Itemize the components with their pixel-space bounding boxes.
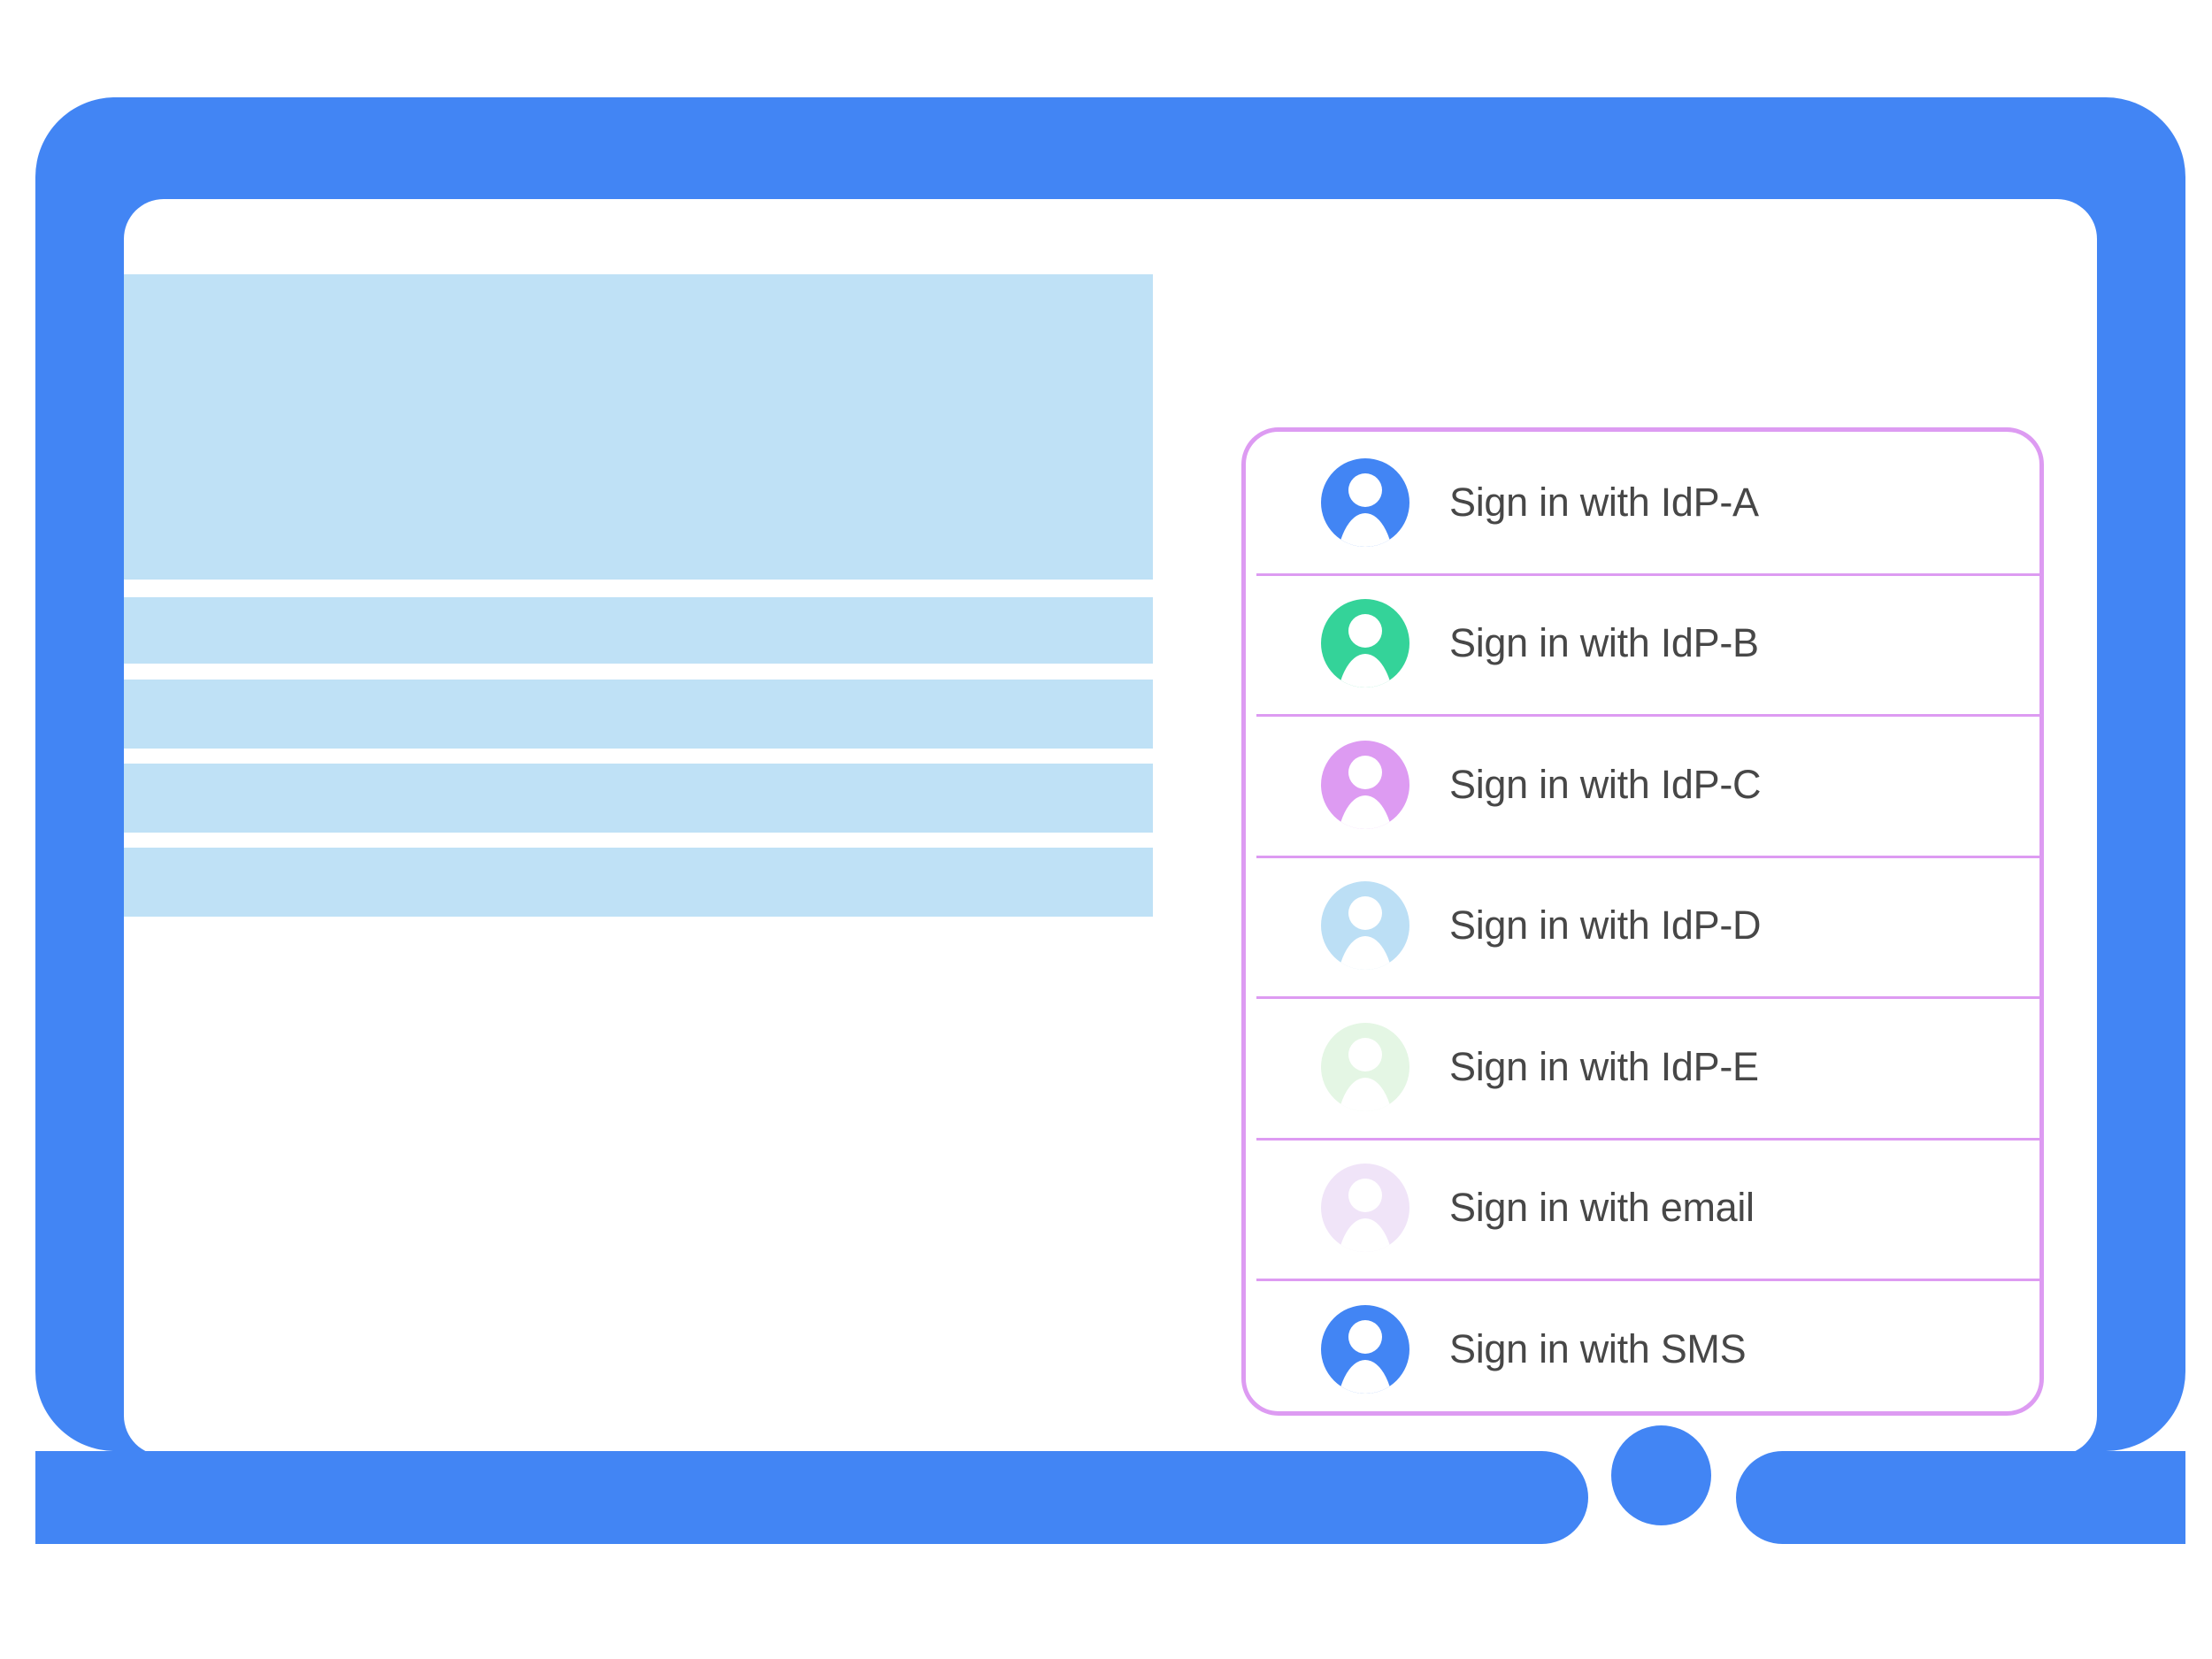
content-placeholder-bar-3: [124, 764, 1153, 833]
device-chin-left: [35, 1451, 1588, 1544]
signin-option-idp-e[interactable]: Sign in with IdP-E: [1246, 996, 2044, 1138]
signin-panel: Sign in with IdP-A Sign in with IdP-B Si…: [1241, 427, 2044, 1416]
content-placeholder-bar-4: [124, 848, 1153, 917]
account-avatar-icon: [1321, 881, 1409, 971]
signin-option-idp-d[interactable]: Sign in with IdP-D: [1246, 855, 2044, 997]
signin-option-idp-b[interactable]: Sign in with IdP-B: [1246, 572, 2044, 715]
account-avatar-icon: [1321, 457, 1409, 547]
signin-option-label: Sign in with IdP-E: [1449, 1043, 1759, 1089]
signin-option-idp-a[interactable]: Sign in with IdP-A: [1246, 432, 2039, 573]
account-avatar-icon: [1321, 1164, 1409, 1253]
signin-option-email[interactable]: Sign in with email: [1246, 1137, 2044, 1279]
device-chin-right: [1736, 1451, 2185, 1544]
signin-option-list: Sign in with IdP-A Sign in with IdP-B Si…: [1246, 432, 2044, 1411]
content-placeholder-bar-1: [124, 597, 1153, 664]
signin-option-label: Sign in with IdP-C: [1449, 761, 1762, 807]
browser-screen: RP.example Sign in with IdP-A Sign in wi…: [124, 199, 2097, 1455]
signin-option-label: Sign in with email: [1449, 1185, 1755, 1231]
content-placeholder-bar-2: [124, 680, 1153, 749]
signin-option-label: Sign in with IdP-A: [1449, 479, 1759, 525]
account-avatar-icon: [1321, 1022, 1409, 1111]
account-avatar-icon: [1321, 740, 1409, 829]
signin-option-idp-c[interactable]: Sign in with IdP-C: [1246, 714, 2044, 856]
account-avatar-icon: [1321, 599, 1409, 688]
content-placeholder-hero: [124, 274, 1153, 580]
account-avatar-icon: [1321, 1304, 1409, 1394]
signin-option-sms[interactable]: Sign in with SMS: [1246, 1279, 2044, 1420]
signin-option-label: Sign in with IdP-D: [1449, 902, 1762, 949]
home-button[interactable]: [1611, 1425, 1711, 1525]
signin-option-label: Sign in with IdP-B: [1449, 620, 1759, 666]
signin-option-label: Sign in with SMS: [1449, 1325, 1747, 1371]
